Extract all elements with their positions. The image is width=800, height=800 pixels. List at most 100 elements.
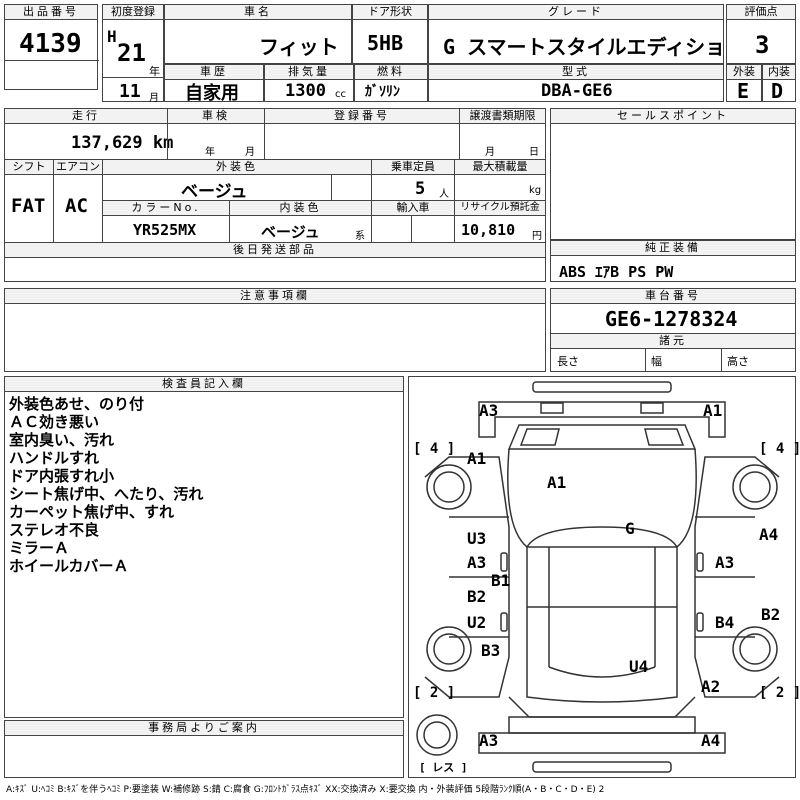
fuel-label: 燃料 [355,65,427,80]
damage-mark: A1 [547,473,567,492]
damage-mark: B3 [481,641,501,660]
damage-mark: U4 [629,657,649,676]
tire-front-left: [ 4 ] [413,441,456,457]
damage-mark: A1 [703,401,723,420]
office-label: 事務局よりご案内 [5,721,403,736]
era: H [107,27,117,46]
mileage-label: 走行 [5,109,167,124]
note-line: シート焦げ中、へたり、汚れ [9,485,204,503]
door-cell: ドア形状 5HB [352,4,428,64]
int-color-label: 内装色 [230,201,371,216]
damage-mark: A3 [467,553,487,572]
note-line: ステレオ不良 [9,521,100,539]
ac: AC [65,195,88,217]
damage-mark: A1 [467,449,487,468]
legend-text: A:ｷｽﾞ U:ﾍｺﾐ B:ｷｽﾞを伴うﾍｺﾐ P:要塗装 W:補修跡 S:錆 … [6,785,605,795]
caution-label: 注意事項欄 [5,289,545,304]
grade-label: グレード [429,5,723,20]
max-load-unit: kg [529,185,542,196]
interior-label: 内装 [763,65,795,80]
chassis-value: GE6-1278324 [605,307,738,331]
first-reg-cell: 初度登録 H 21 年 11 月 [102,4,164,104]
transfer-label: 譲渡書類期限 [460,109,545,124]
equipment-cell: 純正装備 ABS ｴｱB PS PW [550,240,796,282]
grade: G スマートスタイルエディション [443,35,746,59]
caution-cell: 注意事項欄 [4,288,546,372]
tire-rear-left: [ 2 ] [413,685,456,701]
note-line: ハンドルすれ [9,449,100,467]
tire-front-right: [ 4 ] [759,441,800,457]
score: 3 [755,31,770,59]
first-reg-label: 初度登録 [103,5,163,20]
damage-mark: U3 [467,529,487,548]
damage-mark: A3 [479,401,499,420]
interior-cell: 内装 D [762,64,796,103]
equipment-label: 純正装備 [551,241,795,256]
car-name-label: 車名 [165,5,351,20]
note-line: ＡＣ効き悪い [9,413,100,431]
int-color: ベージュ [261,223,320,241]
exterior-label: 外装 [727,65,761,80]
lot-label: 出品番号 [5,5,97,20]
history: 自家用 [185,83,239,104]
max-load-label: 最大積載量 [455,160,545,175]
note-line: 室内臭い、汚れ [9,431,115,449]
displacement-label: 排気量 [265,65,353,80]
ac-label: エアコン [54,160,102,175]
insp-year-unit: 年 [205,147,215,158]
damage-mark: B1 [491,571,511,590]
displacement-cell: 排気量 1300 cc [264,64,354,102]
length-label: 長さ [557,355,579,368]
inspector-cell: 検査員記入欄 外装色あせ、のり付 ＡＣ効き悪い 室内臭い、汚れ ハンドルすれ ド… [4,376,404,718]
score-label: 評価点 [727,5,795,20]
damage-mark: B4 [715,613,735,632]
note-line: ミラーＡ [9,539,70,557]
shift: FAT [11,195,46,217]
office-cell: 事務局よりご案内 [4,720,404,778]
sales-point-cell: セールスポイント [550,108,796,240]
color-no: YR525MX [133,221,197,239]
tire-spare: [ レス ] [419,761,468,774]
import-label: 輸入車 [372,201,454,216]
note-line: ドア内張すれ小 [9,467,115,485]
fuel-cell: 燃料 ｶﾞｿﾘﾝ [354,64,428,102]
score-cell: 評価点 3 [726,4,796,64]
int-color-unit: 系 [355,231,365,242]
inspection-label: 車検 [168,109,264,124]
exterior: E [737,79,750,103]
history-cell: 車歴 自家用 [164,64,264,104]
inspector-notes: 外装色あせ、のり付 ＡＣ効き悪い 室内臭い、汚れ ハンドルすれ ドア内張すれ小 … [9,395,203,575]
later-parts-label: 後日発送部品 [5,243,545,258]
width-label: 幅 [651,355,662,368]
model-cell: 型式 DBA-GE6 [428,64,724,102]
capacity: 5 [415,179,426,199]
damage-mark: A3 [715,553,735,572]
model: DBA-GE6 [541,81,613,101]
inspector-label: 検査員記入欄 [5,377,403,392]
capacity-unit: 人 [439,189,449,200]
model-label: 型式 [429,65,723,80]
year: 21 [117,39,146,67]
equipment-value: ABS ｴｱB PS PW [559,263,674,281]
displacement: 1300 [285,81,326,101]
note-line: ホイールカバーＡ [9,557,129,575]
capacity-label: 乗車定員 [372,160,454,175]
mileage: 137,629 km [71,133,174,153]
history-label: 車歴 [165,65,263,80]
note-line: カーペット焦げ中、すれ [9,503,175,521]
car-name: フィット [259,35,339,59]
note-line: 外装色あせ、のり付 [9,395,145,413]
recycle: 10,810 [461,221,516,239]
chassis-cell: 車台番号 GE6-1278324 諸元 長さ 幅 高さ [550,288,796,372]
lot-number: 4139 [19,29,82,59]
damage-mark: B2 [761,605,781,624]
transfer-day-unit: 日 [529,147,539,158]
chassis-label: 車台番号 [551,289,795,304]
month-unit: 月 [149,93,159,104]
damage-mark: U2 [467,613,487,632]
car-diagram: [ 4 ] [ 4 ] [ 2 ] [ 2 ] [ レス ] A3 A1 A1 … [408,376,800,778]
transfer-month-unit: 月 [485,147,495,158]
color-no-label: カラーNo. [103,201,229,216]
damage-mark: G [625,519,635,538]
interior: D [771,79,784,103]
